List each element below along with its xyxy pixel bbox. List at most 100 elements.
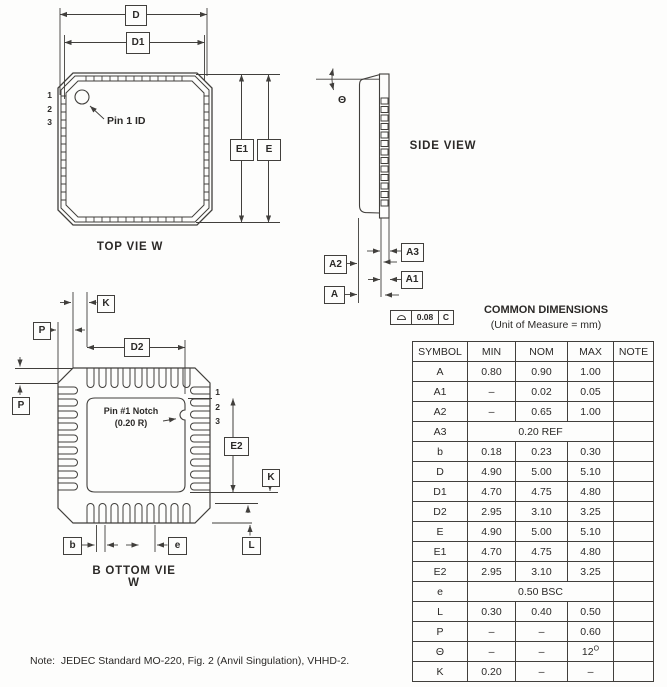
cell-nom: 5.00 (515, 461, 568, 482)
cell-symbol: A3 (412, 421, 468, 442)
flatness-tolerance-frame: 0.08 C (390, 310, 454, 325)
dim-box-e: E (257, 139, 281, 161)
cell-nom: – (515, 641, 568, 662)
table-row: A1 – 0.02 0.05 (412, 381, 654, 402)
table-row: E1 4.70 4.75 4.80 (412, 541, 654, 562)
cell-max: 5.10 (567, 521, 614, 542)
cell-nom: 0.40 (515, 601, 568, 622)
bottom-view-caption: B OTTOM VIE W (92, 565, 176, 589)
cell-max: 4.80 (567, 481, 614, 502)
cell-symbol: A1 (412, 381, 468, 402)
bottom-pin-number-2: 2 (215, 402, 220, 412)
cell-max: 1.00 (567, 401, 614, 422)
cell-note (613, 641, 654, 662)
cell-nom: – (515, 621, 568, 642)
cell-nom: 4.75 (515, 541, 568, 562)
theta-max-value: 12 (581, 645, 594, 658)
table-row: A3 0.20 REF (412, 421, 654, 442)
side-view-caption: SIDE VIEW (409, 140, 477, 152)
bottom-pin-number-3: 3 (215, 416, 220, 426)
cell-symbol: D2 (412, 501, 468, 522)
dim-box-p-left: P (12, 397, 30, 415)
cell-min: 0.80 (467, 361, 516, 382)
cell-symbol: E1 (412, 541, 468, 562)
cell-min: – (467, 401, 516, 422)
cell-note (613, 361, 654, 382)
cell-max: 1.00 (567, 361, 614, 382)
dim-box-d1: D1 (126, 32, 150, 54)
cell-symbol: K (412, 661, 468, 682)
pin1-id-circle (74, 89, 90, 105)
cell-max: 5.10 (567, 461, 614, 482)
table-row: D1 4.70 4.75 4.80 (412, 481, 654, 502)
cell-max-theta: 12O (567, 641, 614, 662)
table-row: L 0.30 0.40 0.50 (412, 601, 654, 622)
cell-note (613, 621, 654, 642)
datum-reference-letter: C (438, 311, 453, 324)
cell-symbol: E2 (412, 561, 468, 582)
table-row: D 4.90 5.00 5.10 (412, 461, 654, 482)
dim-box-a2: A2 (324, 255, 347, 274)
cell-note (613, 501, 654, 522)
table-subtitle: (Unit of Measure = mm) (490, 319, 602, 331)
table-row: b 0.18 0.23 0.30 (412, 441, 654, 462)
flatness-tolerance-value: 0.08 (411, 311, 438, 324)
cell-symbol: E (412, 521, 468, 542)
col-header-min: MIN (467, 341, 516, 362)
cell-max: 0.60 (567, 621, 614, 642)
cell-max: – (567, 661, 614, 682)
dim-box-e1: E1 (230, 139, 254, 161)
cell-symbol: A2 (412, 401, 468, 422)
cell-min: 0.18 (467, 441, 516, 462)
dim-box-d: D (125, 5, 147, 26)
cell-symbol: L (412, 601, 468, 622)
table-header-row: SYMBOL MIN NOM MAX NOTE (412, 341, 654, 362)
cell-nom: 0.23 (515, 441, 568, 462)
dim-box-e-pitch: e (168, 537, 187, 555)
cell-note (613, 481, 654, 502)
theta-max-degree-sup: O (593, 645, 600, 652)
cell-nom: 0.65 (515, 401, 568, 422)
cell-note (613, 561, 654, 582)
cell-min: – (467, 381, 516, 402)
cell-symbol: D (412, 461, 468, 482)
cell-max: 3.25 (567, 501, 614, 522)
cell-max: 0.50 (567, 601, 614, 622)
cell-note (613, 541, 654, 562)
dim-box-a: A (324, 286, 345, 304)
flatness-symbol-cell (391, 311, 411, 324)
cell-note (613, 381, 654, 402)
top-pin-number-2: 2 (47, 104, 52, 114)
common-dimensions-table: SYMBOL MIN NOM MAX NOTE A 0.80 0.90 1.00… (412, 341, 654, 682)
dim-box-b: b (63, 537, 82, 555)
table-row: P – – 0.60 (412, 621, 654, 642)
cell-nom: 3.10 (515, 561, 568, 582)
table-row: e 0.50 BSC (412, 581, 654, 602)
cell-min: 0.20 (467, 661, 516, 682)
table-row: K 0.20 – – (412, 661, 654, 682)
cell-note (613, 441, 654, 462)
cell-symbol: P (412, 621, 468, 642)
table-row: D2 2.95 3.10 3.25 (412, 501, 654, 522)
cell-min: 2.95 (467, 561, 516, 582)
cell-symbol: D1 (412, 481, 468, 502)
dim-box-d2: D2 (124, 338, 150, 357)
bottom-pin-number-1: 1 (215, 387, 220, 397)
cell-max: 0.05 (567, 381, 614, 402)
cell-min: – (467, 621, 516, 642)
table-row: Θ – – 12O (412, 641, 654, 662)
cell-min: 4.70 (467, 541, 516, 562)
jedec-note: Note: JEDEC Standard MO-220, Fig. 2 (Anv… (30, 655, 350, 667)
cell-nom: 0.90 (515, 361, 568, 382)
cell-min: 4.70 (467, 481, 516, 502)
bottom-package-outline (57, 367, 211, 524)
cell-span-value: 0.50 BSC (467, 581, 614, 602)
cell-nom: 0.02 (515, 381, 568, 402)
dim-box-a1: A1 (401, 271, 423, 289)
cell-note (613, 581, 654, 602)
cell-symbol: b (412, 441, 468, 462)
side-profile (358, 73, 381, 214)
table-row: A 0.80 0.90 1.00 (412, 361, 654, 382)
cell-max: 4.80 (567, 541, 614, 562)
